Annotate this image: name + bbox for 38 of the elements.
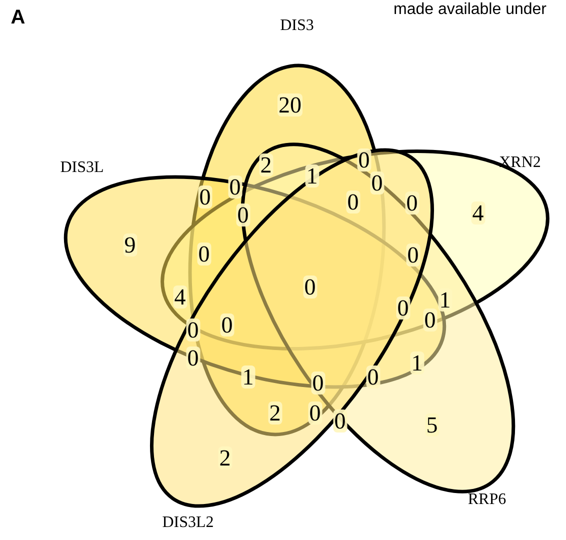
region-count: 2 [259,154,273,176]
region-count: 0 [370,172,384,194]
region-count: 0 [303,276,317,298]
region-count: 0 [186,318,200,342]
region-count: 0 [228,176,242,198]
region-count: 5 [425,414,439,436]
region-count: 0 [423,308,437,332]
region-count: 1 [438,288,452,312]
set-name: RRP6 [468,492,506,508]
region-count: 9 [123,234,137,256]
set-name: DIS3 [280,18,314,34]
region-count: 0 [333,410,347,432]
region-count: 1 [410,352,424,374]
panel-letter: A [10,6,26,30]
region-count: 0 [186,346,200,370]
region-count: 2 [268,402,282,424]
region-count: 4 [471,202,485,224]
set-name: DIS3L [60,160,104,176]
set-name: XRN2 [499,155,541,171]
region-count: 2 [218,446,232,470]
region-count: 0 [197,242,211,266]
region-count: 0 [357,148,371,172]
set-name: DIS3L2 [162,515,214,531]
region-count: 0 [311,372,325,394]
region-count: 1 [241,366,255,388]
region-count: 0 [405,192,419,214]
region-count: 0 [308,402,322,424]
region-count: 0 [366,366,380,388]
region-count: 0 [236,204,250,226]
region-count: 0 [346,190,360,214]
region-count: 4 [173,286,187,308]
region-count: 1 [305,164,319,188]
region-count: 0 [396,296,410,320]
region-count: 0 [220,314,234,336]
region-count: 0 [198,186,212,208]
header-note: made available under [394,1,546,19]
region-count: 0 [406,244,420,266]
region-count: 20 [278,94,302,116]
